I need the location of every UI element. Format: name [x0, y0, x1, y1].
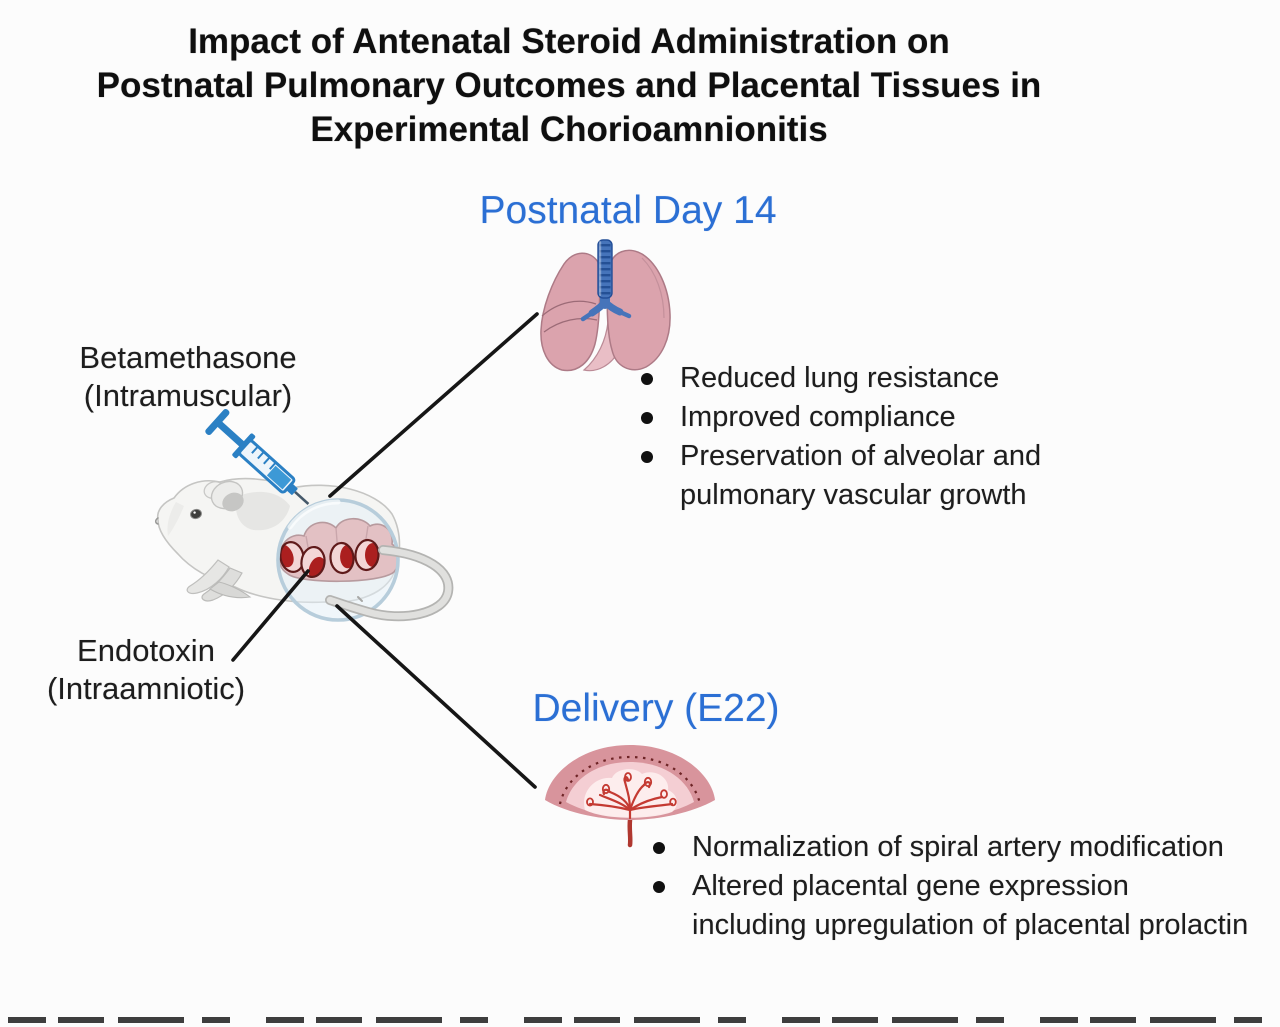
lungs-icon	[540, 239, 671, 372]
placenta-illustration	[540, 740, 720, 850]
clipped-caption-strip	[8, 1017, 1272, 1023]
placenta-icon	[545, 745, 715, 848]
delivery-heading: Delivery (E22)	[532, 687, 780, 730]
embryo-sac	[329, 541, 355, 575]
endotoxin-label-line-1: Endotoxin	[77, 633, 215, 668]
embryo-sac	[354, 538, 381, 572]
betamethasone-label-line-1: Betamethasone	[79, 340, 297, 375]
bullet-item: Normalization of spiral artery modificat…	[646, 828, 1250, 867]
pregnant-mouse-icon	[154, 477, 454, 622]
betamethasone-label: Betamethasone (Intramuscular)	[79, 339, 296, 415]
figure-title-line-2: Postnatal Pulmonary Outcomes and Placent…	[96, 66, 1042, 105]
delivery-outcomes-list: Normalization of spiral artery modificat…	[646, 828, 1250, 945]
bullet-item: Altered placental gene expression includ…	[646, 867, 1250, 945]
bullet-item: Reduced lung resistance	[634, 359, 1154, 398]
figure-title-line-3: Experimental Chorioamnionitis	[310, 110, 828, 149]
syringe-svg	[205, 409, 310, 505]
betamethasone-label-line-2: (Intramuscular)	[83, 378, 293, 413]
postnatal-day-heading: Postnatal Day 14	[479, 189, 777, 232]
bullet-item: Preservation of alveolar and pulmonary v…	[634, 437, 1154, 515]
lungs-illustration	[534, 238, 674, 378]
endotoxin-label-line-2: (Intraamniotic)	[46, 671, 246, 706]
endotoxin-label: Endotoxin (Intraamniotic)	[47, 632, 245, 708]
figure-title: Impact of Antenatal Steroid Administrati…	[0, 20, 1169, 152]
pregnant-mouse-illustration	[140, 462, 500, 652]
syringe-icon	[205, 402, 358, 505]
postnatal-outcomes-list: Reduced lung resistance Improved complia…	[634, 359, 1154, 515]
bullet-item: Improved compliance	[634, 398, 1154, 437]
figure-title-line-1: Impact of Antenatal Steroid Administrati…	[188, 22, 950, 61]
